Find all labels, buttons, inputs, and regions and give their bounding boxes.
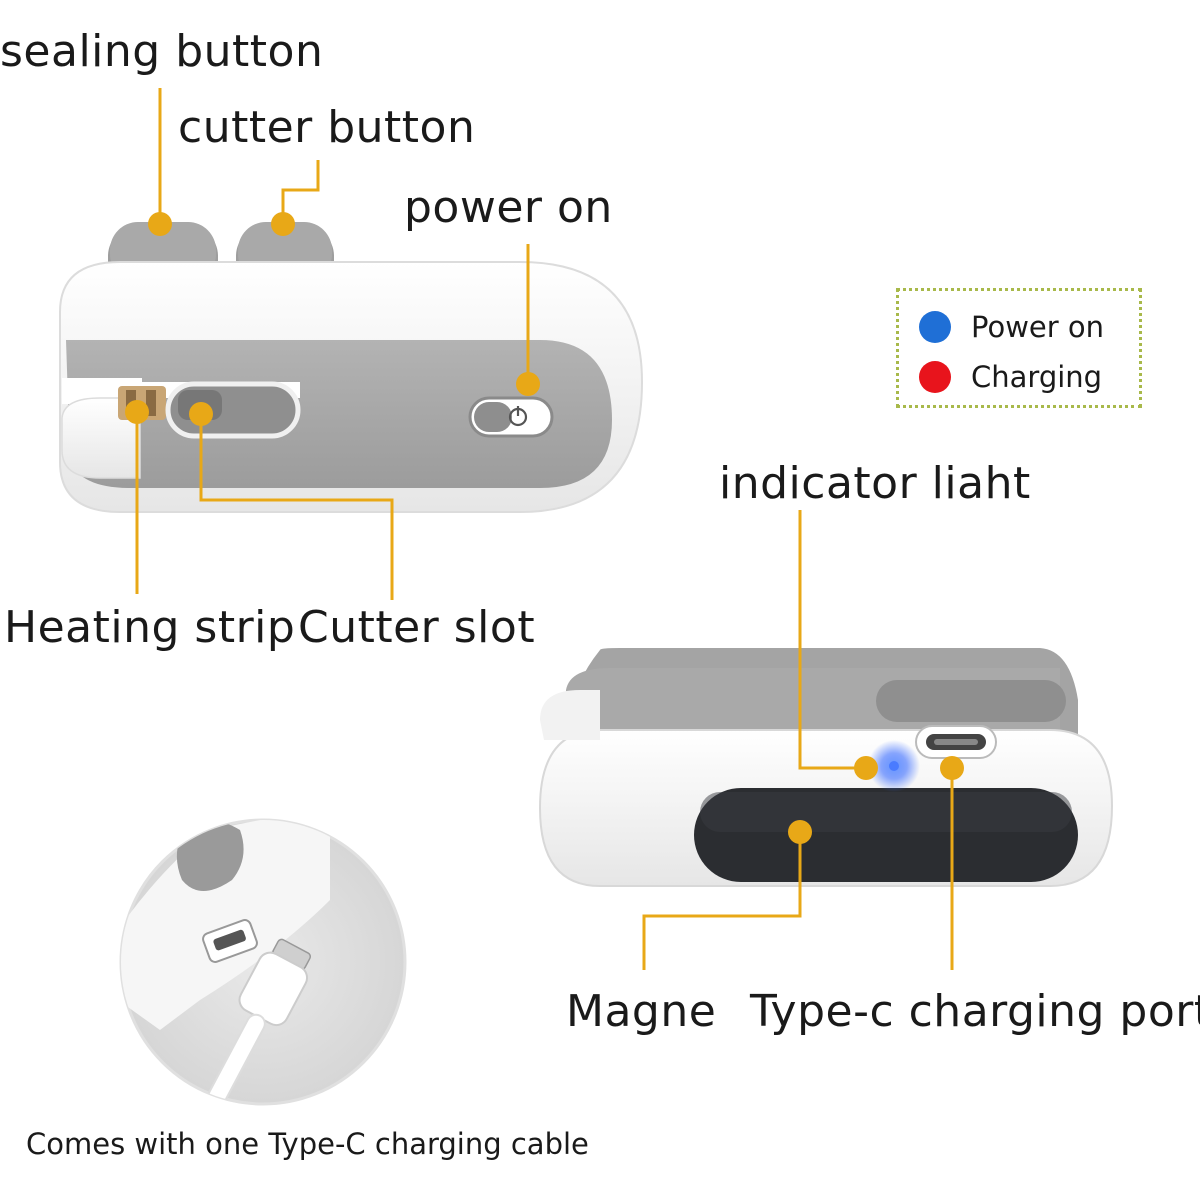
legend-label: Charging	[971, 360, 1103, 394]
cable-inset	[119, 818, 407, 1106]
indicator-legend: Power on Charging	[896, 288, 1142, 408]
label-cutter-slot: Cutter slot	[298, 602, 536, 653]
callout-lines	[135, 88, 954, 970]
callout-dot-power	[516, 372, 540, 396]
callout-dot-typec	[940, 756, 964, 780]
legend-label: Power on	[971, 310, 1105, 344]
sealer-device-front	[59, 222, 644, 513]
legend-item-charging: Charging	[919, 357, 1102, 397]
legend-blue-dot	[919, 311, 951, 343]
callout-dot-magnet	[788, 820, 812, 844]
label-sealing-button: sealing button	[0, 26, 324, 77]
callout-dot-indicator	[854, 756, 878, 780]
callout-dot-cutter	[271, 212, 295, 236]
label-heating-strip: Heating strip	[4, 602, 296, 653]
label-magnet: Magne	[566, 986, 717, 1037]
callout-dot-heating	[125, 400, 149, 424]
legend-item-power-on: Power on	[919, 307, 1104, 347]
label-typec-port: Type-c charging port	[750, 986, 1200, 1037]
legend-red-dot	[919, 361, 951, 393]
callout-dot-slot	[189, 402, 213, 426]
sealer-device-rear	[538, 648, 1114, 887]
callout-dots	[125, 212, 964, 844]
label-power-on: power on	[404, 182, 613, 233]
label-cable-note: Comes with one Type-C charging cable	[26, 1127, 589, 1161]
label-indicator-light: indicator liaht	[719, 458, 1031, 509]
callout-dot-sealing	[148, 212, 172, 236]
label-cutter-button: cutter button	[178, 102, 476, 153]
